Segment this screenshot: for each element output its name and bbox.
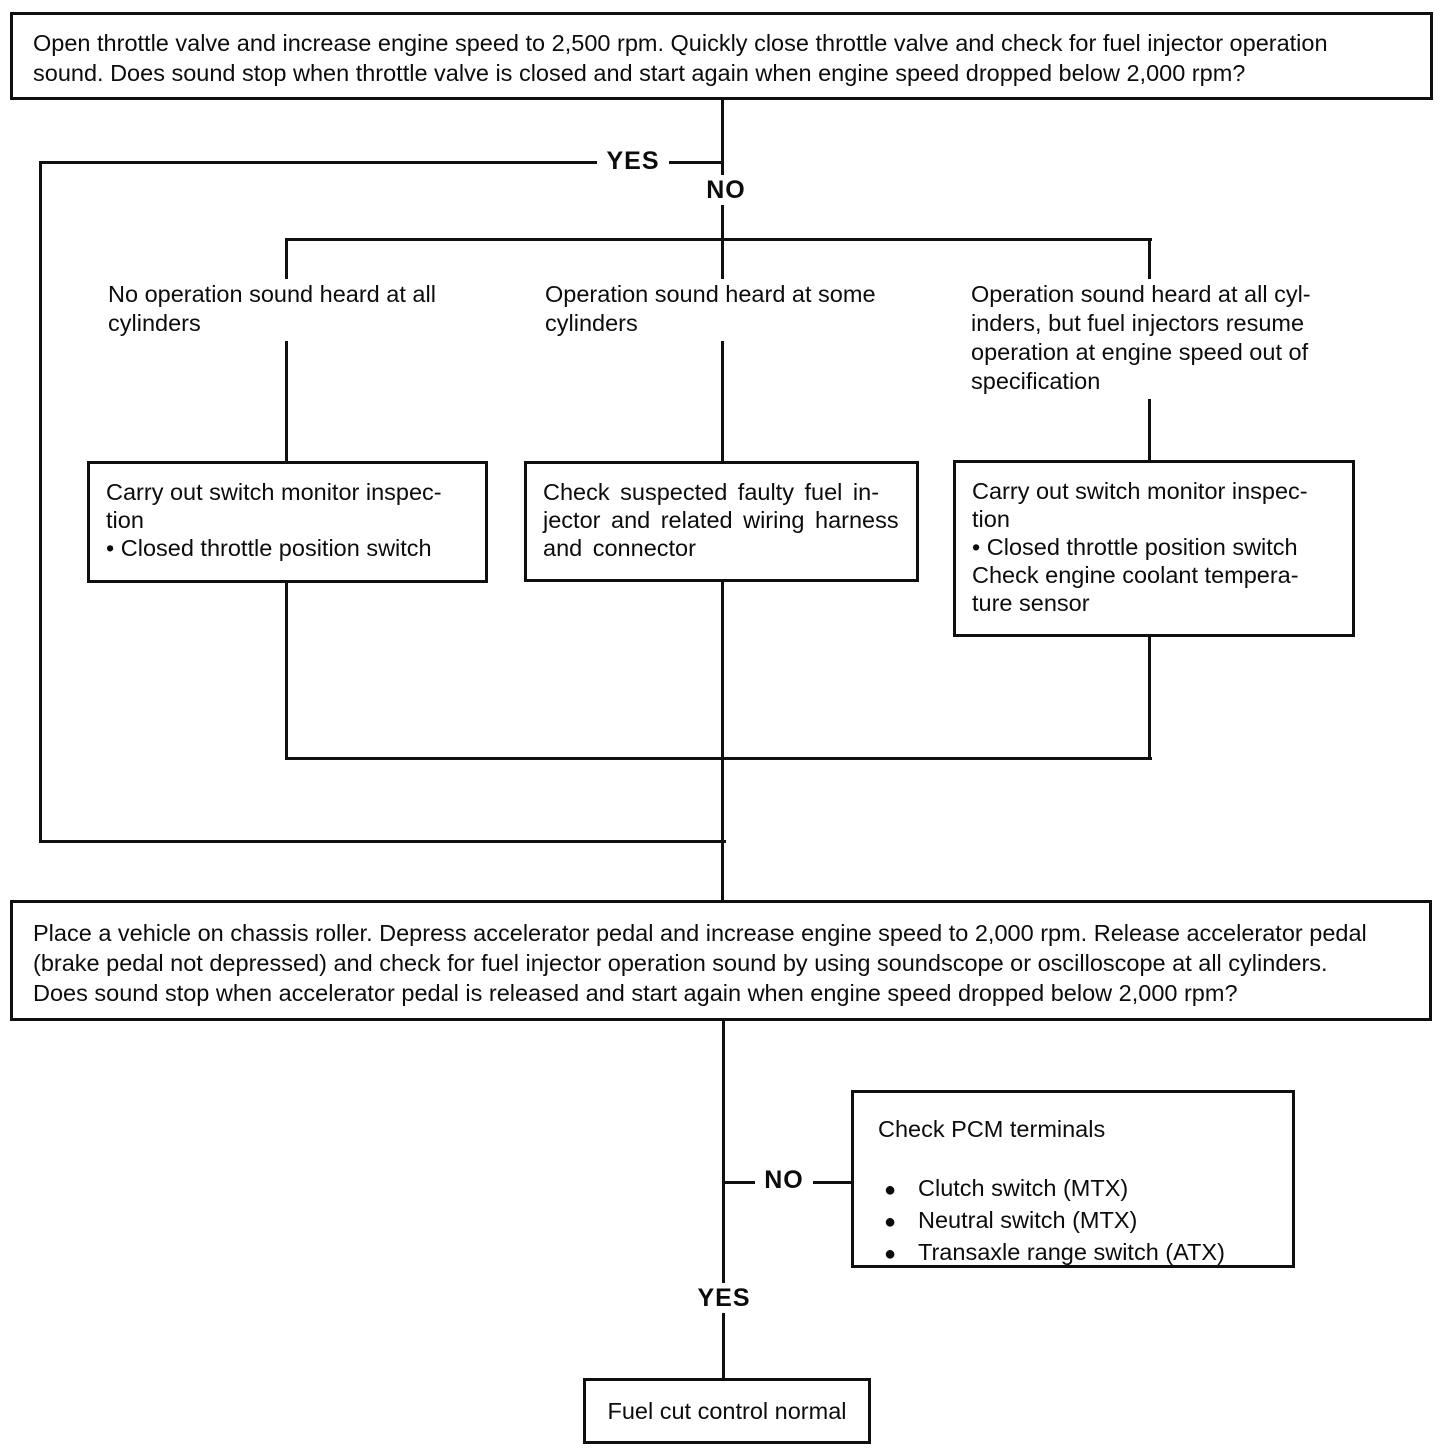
pcm-item-label: Neutral switch (MTX) [918, 1207, 1138, 1233]
connector-yes-return [39, 840, 726, 843]
pcm-item-label: Transaxle range switch (ATX) [918, 1239, 1225, 1265]
pcm-item-label: Clutch switch (MTX) [918, 1175, 1129, 1201]
label-q2-no: NO [755, 1165, 813, 1195]
bullet-icon: ● [884, 1211, 897, 1233]
result-box: Fuel cut control normal [583, 1378, 871, 1444]
connector-yes-right-segment [667, 161, 724, 164]
bullet-icon: ● [884, 1243, 897, 1265]
condition-right: Operation sound heard at all cyl- inders… [971, 279, 1360, 399]
question-box-2: Place a vehicle on chassis roller. Depre… [10, 900, 1432, 1021]
action-box-left: Carry out switch monitor inspec- tion • … [87, 461, 488, 583]
list-item: ● Neutral switch (MTX) [878, 1205, 1268, 1237]
connector-yes-vertical [39, 161, 42, 843]
connector-split-horizontal [285, 238, 1152, 241]
connector-right-box-to-merge [1148, 636, 1151, 759]
label-q1-yes: YES [597, 146, 669, 176]
connector-middle-box-to-q2 [721, 581, 724, 900]
condition-middle: Operation sound heard at some cylinders [545, 279, 927, 341]
pcm-check-title: Check PCM terminals [878, 1116, 1106, 1142]
pcm-check-list: ● Clutch switch (MTX) ● Neutral switch (… [878, 1173, 1268, 1269]
connector-merge-horizontal [285, 757, 1152, 760]
connector-branch-left-down [285, 240, 288, 462]
label-q1-no: NO [699, 175, 753, 205]
label-q2-yes: YES [691, 1283, 757, 1313]
connector-q1-down [721, 99, 724, 163]
condition-left: No operation sound heard at all cylinder… [108, 279, 484, 341]
connector-branch-middle-down [721, 240, 724, 462]
action-box-right: Carry out switch monitor inspec- tion • … [953, 460, 1355, 637]
connector-yes-left-segment [39, 161, 599, 164]
connector-left-box-to-merge [285, 582, 288, 759]
bullet-icon: ● [884, 1179, 897, 1201]
question-box-1: Open throttle valve and increase engine … [10, 12, 1433, 100]
list-item: ● Transaxle range switch (ATX) [878, 1237, 1268, 1269]
connector-q2-down [722, 1021, 725, 1379]
list-item: ● Clutch switch (MTX) [878, 1173, 1268, 1205]
pcm-check-box: Check PCM terminals ● Clutch switch (MTX… [851, 1090, 1295, 1268]
action-box-middle: Check suspected faulty fuel in- jector a… [524, 461, 919, 582]
